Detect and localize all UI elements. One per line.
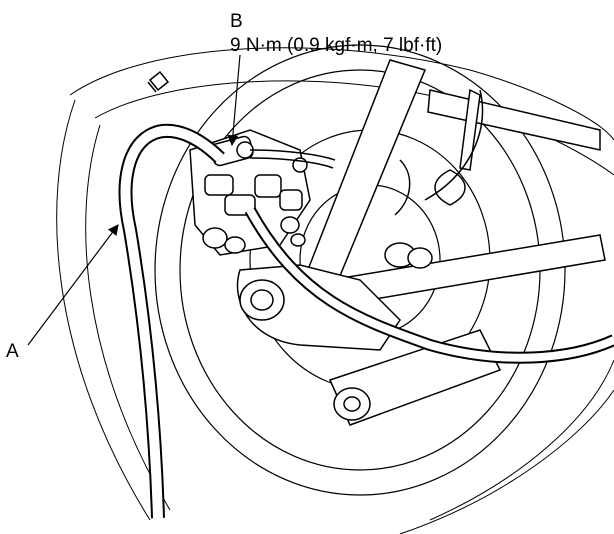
- brake-line: [244, 207, 614, 364]
- callout-label-a: A: [6, 341, 19, 362]
- callout-label-b: B: [230, 11, 243, 32]
- brake-hose: [118, 123, 225, 519]
- torque-spec: 9 N·m (0.9 kgf·m, 7 lbf·ft): [230, 35, 443, 56]
- leader-a: [27, 224, 119, 346]
- wheel-rim: [56, 47, 614, 534]
- leader-b: [227, 54, 241, 147]
- suspension-arm: [298, 59, 606, 311]
- bleeder-cap-icon: [147, 70, 170, 93]
- caliper-hose: [249, 149, 336, 169]
